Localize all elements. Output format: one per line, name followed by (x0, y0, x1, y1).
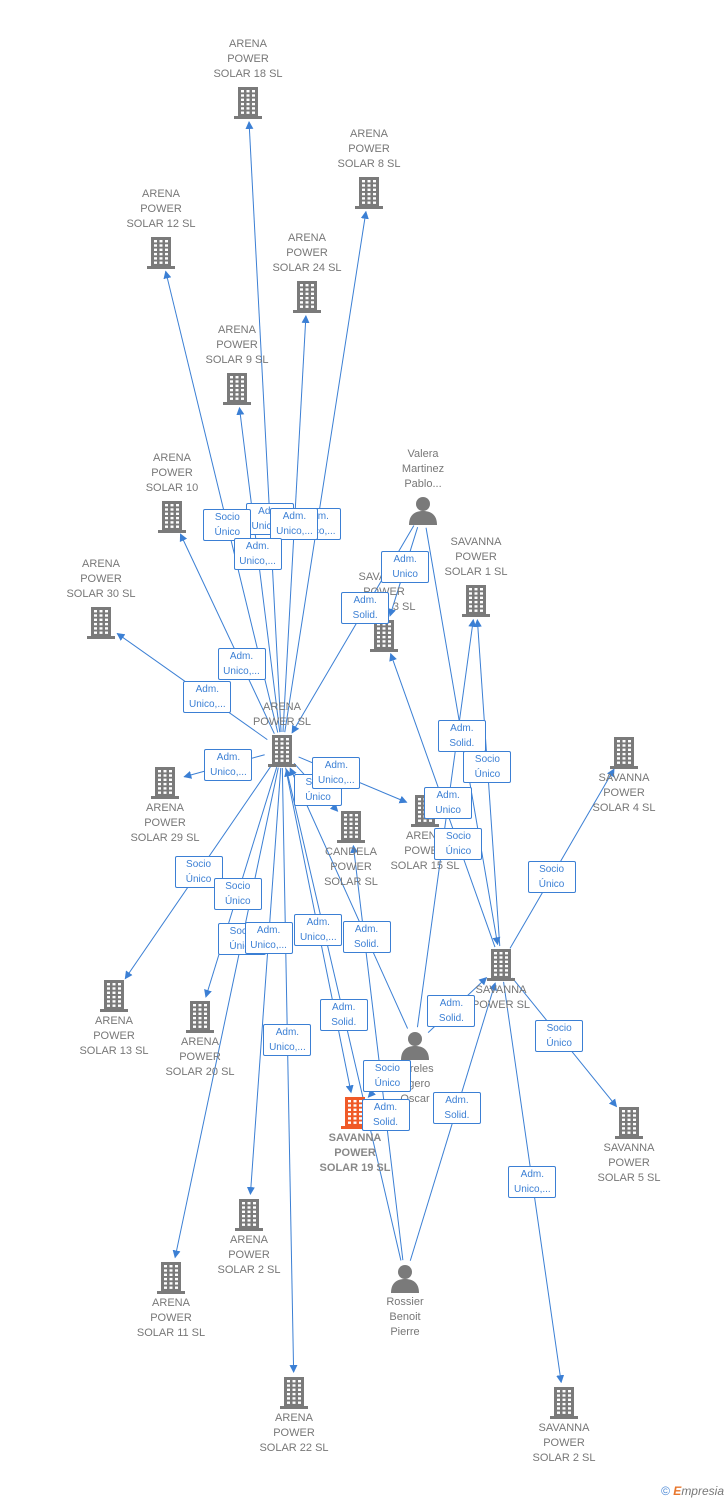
edge-label-plo-aps[interactable]: Adm. Solid. (342, 921, 391, 954)
edge-label-rbp-candela[interactable]: Adm. Solid. (361, 1099, 410, 1132)
copyright-symbol: © (661, 1484, 670, 1498)
building-icon[interactable] (223, 371, 251, 410)
edge-sps-sp4 (509, 768, 615, 949)
edge-label-plo-sp1[interactable]: Adm. Unico (424, 787, 473, 820)
node-label-ap8[interactable]: ARENA POWER SOLAR 8 SL (337, 128, 401, 170)
node-label-ap30[interactable]: ARENA POWER SOLAR 30 SL (66, 558, 136, 600)
edge-aps-ap8 (284, 210, 369, 733)
edge-aps-ap18 (245, 120, 282, 733)
edge-label-aps-ap30[interactable]: Adm. Unico,... (183, 681, 232, 714)
edge-aps-ap22 (281, 767, 298, 1374)
edge-label-vmp-aps[interactable]: Adm. Solid. (341, 592, 390, 625)
edge-label-aps-ap2[interactable]: Adm. Unico,... (244, 922, 293, 955)
edge-label-sps-sp2[interactable]: Adm. Unico,... (508, 1166, 557, 1198)
building-icon[interactable] (610, 735, 638, 774)
node-label-ap2[interactable]: ARENA POWER SOLAR 2 SL (217, 1234, 281, 1276)
edge-label-aps-sp19[interactable]: Adm. Unico,... (294, 914, 343, 947)
node-label-ap18[interactable]: ARENA POWER SOLAR 18 SL (213, 38, 283, 80)
node-label-ap11[interactable]: ARENA POWER SOLAR 11 SL (136, 1297, 206, 1339)
edge-label-sps-sp4[interactable]: Socio Único (527, 860, 576, 893)
building-icon[interactable] (268, 733, 296, 772)
building-icon[interactable] (462, 583, 490, 622)
edge-label-aps-ap22[interactable]: Adm. Unico,... (263, 1023, 312, 1056)
node-label-rbp[interactable]: Rossier Benoit Pierre (386, 1296, 424, 1338)
building-icon[interactable] (100, 978, 128, 1017)
building-icon[interactable] (370, 618, 398, 657)
node-label-vmp[interactable]: Valera Martinez Pablo... (401, 448, 445, 490)
edge-label-vmp-sps[interactable]: Adm. Solid. (437, 720, 486, 752)
edge-label-aps-ap20[interactable]: Socio Único (213, 877, 262, 910)
node-label-sps[interactable]: SAVANNA POWER SL (471, 984, 531, 1011)
building-icon[interactable] (280, 1375, 308, 1414)
edge-label-aps-ap15[interactable]: Adm. Unico,... (312, 756, 361, 789)
edge-label-aps-ap12[interactable]: Socio Único (203, 509, 252, 542)
edge-label-plo-sps[interactable]: Adm. Solid. (427, 994, 476, 1027)
edge-plo-aps (289, 767, 409, 1029)
building-icon[interactable] (158, 499, 186, 538)
node-label-ap13[interactable]: ARENA POWER SOLAR 13 SL (79, 1015, 149, 1057)
edge-label-aps-ap24[interactable]: Adm. Unico,... (270, 507, 319, 540)
edge-label-rbp-sps[interactable]: Adm. Solid. (432, 1092, 481, 1125)
person-icon[interactable] (408, 495, 438, 530)
building-icon[interactable] (341, 1095, 369, 1134)
edge-rbp-candela (350, 844, 404, 1261)
edge-plo-sp1 (416, 618, 477, 1028)
edge-label-plo-sp19[interactable]: Socio Único (363, 1059, 412, 1092)
node-label-sp5[interactable]: SAVANNA POWER SOLAR 5 SL (597, 1142, 661, 1184)
building-icon[interactable] (355, 175, 383, 214)
node-label-sp1[interactable]: SAVANNA POWER SOLAR 1 SL (444, 536, 508, 578)
building-icon[interactable] (235, 1197, 263, 1236)
building-icon[interactable] (615, 1105, 643, 1144)
edge-label-aps-ap10[interactable]: Adm. Unico,... (217, 647, 266, 680)
building-icon[interactable] (151, 765, 179, 804)
node-label-sp2[interactable]: SAVANNA POWER SOLAR 2 SL (532, 1422, 596, 1464)
building-icon[interactable] (157, 1260, 185, 1299)
building-icon[interactable] (234, 85, 262, 124)
edge-aps-ap2 (246, 767, 282, 1196)
node-label-aps[interactable]: ARENA POWER SL (252, 701, 312, 728)
building-icon[interactable] (487, 947, 515, 986)
node-label-ap20[interactable]: ARENA POWER SOLAR 20 SL (165, 1036, 235, 1078)
node-label-ap9[interactable]: ARENA POWER SOLAR 9 SL (205, 324, 269, 366)
edge-label-vmp-sp3[interactable]: Adm. Unico (381, 551, 430, 584)
node-label-ap12[interactable]: ARENA POWER SOLAR 12 SL (126, 188, 196, 230)
empresia-logo[interactable]: Empresia (673, 1484, 724, 1498)
building-icon[interactable] (186, 999, 214, 1038)
person-icon[interactable] (400, 1030, 430, 1065)
node-label-ap29[interactable]: ARENA POWER SOLAR 29 SL (130, 802, 200, 844)
building-icon[interactable] (147, 235, 175, 274)
node-label-ap22[interactable]: ARENA POWER SOLAR 22 SL (259, 1412, 329, 1454)
edge-label-aps-ap9[interactable]: Adm. Unico,... (233, 537, 282, 570)
edge-aps-ap11 (172, 767, 279, 1259)
building-icon[interactable] (337, 809, 365, 848)
node-label-sp4[interactable]: SAVANNA POWER SOLAR 4 SL (592, 772, 656, 814)
edge-label-sps-sp1[interactable]: Socio Único (463, 750, 512, 783)
node-label-ap10[interactable]: ARENA POWER SOLAR 10 (145, 452, 199, 494)
node-label-candela[interactable]: CANDELA POWER SOLAR SL (324, 846, 378, 888)
footer-credit: © Empresia (661, 1484, 724, 1498)
edge-sps-sp1 (473, 618, 501, 947)
edge-aps-ap9 (236, 406, 281, 733)
node-label-sp19[interactable]: SAVANNA POWER SOLAR 19 SL (319, 1132, 391, 1174)
node-label-ap24[interactable]: ARENA POWER SOLAR 24 SL (272, 232, 342, 274)
building-icon[interactable] (87, 605, 115, 644)
edge-label-sps-sp3[interactable]: Socio Único (434, 828, 483, 861)
edge-label-aps-ap29[interactable]: Adm. Unico,... (204, 748, 253, 781)
edge-aps-ap10 (179, 533, 275, 734)
edge-label-rbp-aps[interactable]: Adm. Solid. (319, 998, 368, 1031)
building-icon[interactable] (293, 279, 321, 318)
building-icon[interactable] (550, 1385, 578, 1424)
edge-label-sps-sp5[interactable]: Socio Único (535, 1019, 584, 1052)
person-icon[interactable] (390, 1263, 420, 1298)
